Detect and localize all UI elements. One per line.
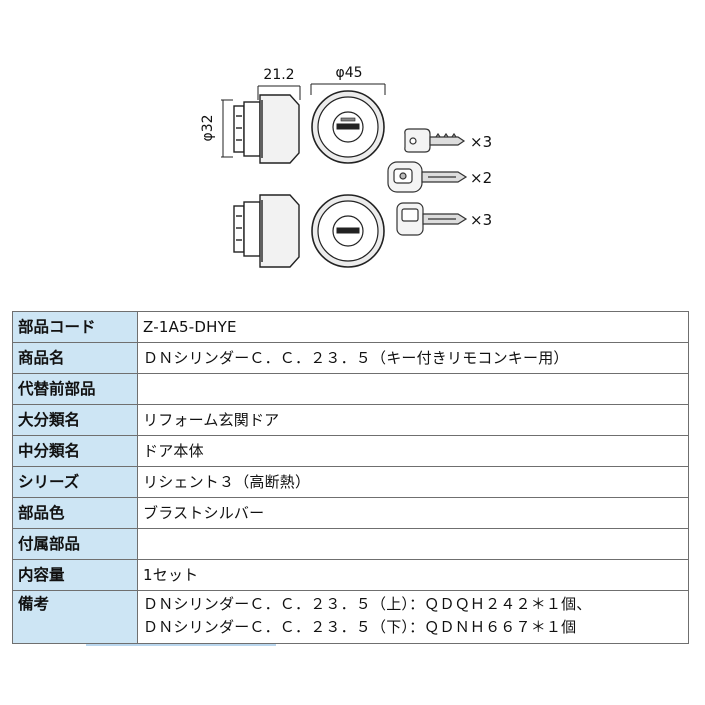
table-row: 備考 ＤＮシリンダーＣ．Ｃ．２３．５（上）：ＱＤＱＨ２４２＊１個、 ＤＮシリンダ… bbox=[12, 590, 689, 644]
product-drawing: 21.2 φ45 φ32 bbox=[200, 65, 492, 268]
table-row: 部品色 ブラストシルバー bbox=[12, 497, 689, 529]
row-label-color: 部品色 bbox=[12, 497, 138, 529]
remote-key-icon bbox=[387, 161, 468, 193]
row-label-accessories: 付属部品 bbox=[12, 528, 138, 560]
table-row: 部品コード Z-1A5-DHYE bbox=[12, 311, 689, 343]
cylinder-upper-front-view bbox=[311, 90, 385, 164]
card-key-icon bbox=[396, 202, 468, 236]
row-label-replaced-part: 代替前部品 bbox=[12, 373, 138, 405]
row-value-color: ブラストシルバー bbox=[137, 497, 689, 529]
table-row: 代替前部品 bbox=[12, 373, 689, 405]
cylinder-upper-side-view bbox=[233, 94, 300, 164]
table-row: 内容量 1セット bbox=[12, 559, 689, 591]
table-row: 中分類名 ドア本体 bbox=[12, 435, 689, 467]
row-value-major-category: リフォーム玄関ドア bbox=[137, 404, 689, 436]
row-value-part-code: Z-1A5-DHYE bbox=[137, 311, 689, 343]
dimension-diameter-front: φ45 bbox=[310, 65, 386, 95]
note-line-2: ＤＮシリンダーＣ．Ｃ．２３．５（下）：ＱＤＮＨ６６７＊１個 bbox=[143, 618, 577, 636]
row-label-quantity: 内容量 bbox=[12, 559, 138, 591]
row-value-notes: ＤＮシリンダーＣ．Ｃ．２３．５（上）：ＱＤＱＨ２４２＊１個、 ＤＮシリンダーＣ．… bbox=[137, 590, 689, 644]
key-count-2: ×2 bbox=[470, 169, 492, 187]
row-value-middle-category: ドア本体 bbox=[137, 435, 689, 467]
table-row: シリーズ リシェント３（高断熱） bbox=[12, 466, 689, 498]
dimension-diameter-side-label: φ32 bbox=[200, 114, 216, 141]
spec-table: 部品コード Z-1A5-DHYE 商品名 ＤＮシリンダーＣ．Ｃ．２３．５（キー付… bbox=[12, 311, 689, 644]
dimension-diameter-front-label: φ45 bbox=[335, 65, 362, 81]
key-count-1: ×3 bbox=[470, 133, 492, 151]
row-label-middle-category: 中分類名 bbox=[12, 435, 138, 467]
table-row: 大分類名 リフォーム玄関ドア bbox=[12, 404, 689, 436]
row-value-replaced-part bbox=[137, 373, 689, 405]
row-value-quantity: 1セット bbox=[137, 559, 689, 591]
cylinder-lower-front-view bbox=[311, 194, 385, 268]
row-value-accessories bbox=[137, 528, 689, 560]
decorative-underline bbox=[86, 644, 276, 646]
table-row: 商品名 ＤＮシリンダーＣ．Ｃ．２３．５（キー付きリモコンキー用） bbox=[12, 342, 689, 374]
row-label-part-code: 部品コード bbox=[12, 311, 138, 343]
row-value-product-name: ＤＮシリンダーＣ．Ｃ．２３．５（キー付きリモコンキー用） bbox=[137, 342, 689, 374]
row-label-major-category: 大分類名 bbox=[12, 404, 138, 436]
key-count-3: ×3 bbox=[470, 211, 492, 229]
dimension-diameter-side: φ32 bbox=[200, 99, 233, 158]
dimension-width-side: 21.2 bbox=[257, 67, 301, 100]
table-row: 付属部品 bbox=[12, 528, 689, 560]
dimension-width-side-label: 21.2 bbox=[263, 67, 294, 83]
plain-key-icon bbox=[404, 128, 466, 153]
row-label-notes: 備考 bbox=[12, 590, 138, 644]
note-line-1: ＤＮシリンダーＣ．Ｃ．２３．５（上）：ＱＤＱＨ２４２＊１個、 bbox=[143, 595, 592, 613]
row-value-series: リシェント３（高断熱） bbox=[137, 466, 689, 498]
cylinder-lower-side-view bbox=[233, 194, 300, 268]
row-label-product-name: 商品名 bbox=[12, 342, 138, 374]
row-label-series: シリーズ bbox=[12, 466, 138, 498]
